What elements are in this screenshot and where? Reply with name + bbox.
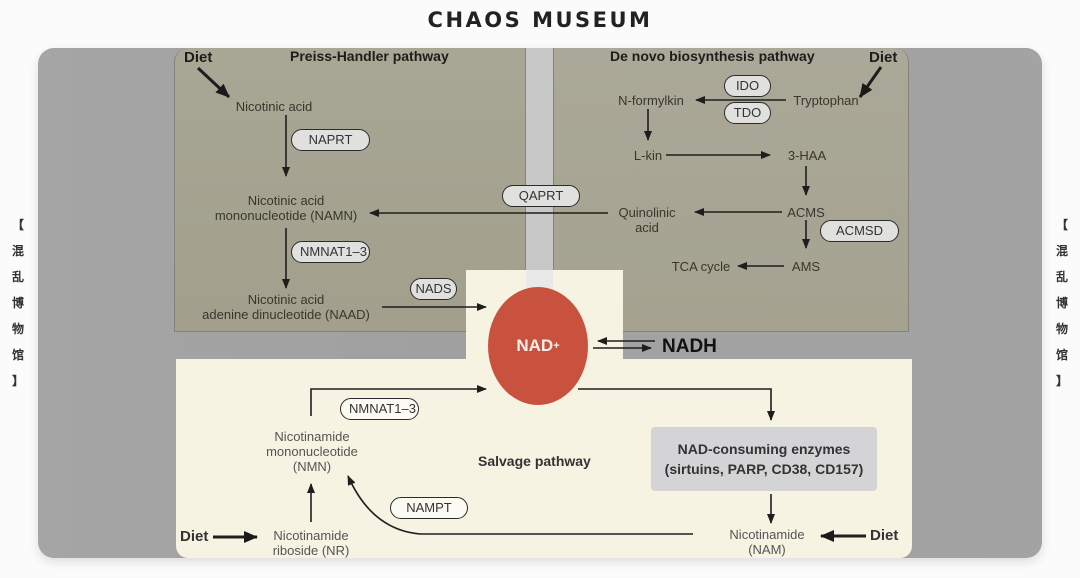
diet-label: Diet — [180, 528, 209, 545]
node-namn-line1: Nicotinic acid — [247, 193, 325, 208]
node-naad-line1: Nicotinic acid — [247, 292, 325, 307]
nadh-label: NADH — [662, 336, 717, 357]
node-naad-line2: adenine dinucleotide (NAAD) — [202, 307, 370, 322]
node-nr: Nicotinamide riboside (NR) — [273, 528, 350, 558]
side-label-left: 【 混 乱 博 物 馆 】 — [8, 212, 28, 394]
nad-charge: + — [553, 340, 560, 352]
site-title: CHAOS MUSEUM — [427, 8, 653, 32]
arrow-nmn-to-nad — [310, 385, 487, 416]
side-char: 博 — [1055, 296, 1068, 310]
enzyme-nmnat-salvage: NMNAT1–3 — [340, 398, 419, 420]
node-nmn-line2: mononucleotide — [266, 444, 358, 459]
side-char: 】 — [1055, 374, 1068, 388]
nad-consuming-enzymes-box: NAD-consuming enzymes (sirtuins, PARP, C… — [651, 427, 877, 491]
consuming-line2: (sirtuins, PARP, CD38, CD157) — [664, 461, 864, 477]
node-quinolinic-line1: Quinolinic — [618, 205, 676, 220]
node-quinolinic-acid: Quinolinic acid — [618, 205, 675, 235]
node-nmn-line3: (NMN) — [292, 459, 332, 474]
node-nam: Nicotinamide (NAM) — [729, 527, 804, 557]
nad-plus-node: NAD+ — [488, 287, 588, 405]
side-char: 博 — [11, 296, 24, 310]
arrow-diet-to-tryptophan — [858, 66, 883, 98]
side-char: 【 — [1055, 218, 1068, 232]
diet-label: Diet — [870, 527, 899, 544]
de-novo-title: De novo biosynthesis pathway — [610, 48, 815, 64]
node-acms: ACMS — [787, 205, 825, 220]
side-char: 物 — [11, 322, 24, 336]
node-l-kin: L-kin — [633, 148, 663, 163]
side-char: 混 — [1055, 244, 1068, 258]
arrow-diet-to-nicotinic-acid — [196, 66, 231, 99]
node-nam-line2: (NAM) — [748, 542, 786, 557]
node-nr-line2: riboside (NR) — [272, 543, 350, 558]
node-nicotinic-acid: Nicotinic acid — [235, 99, 313, 114]
salvage-title: Salvage pathway — [478, 453, 591, 469]
node-nam-line1: Nicotinamide — [729, 527, 805, 542]
enzyme-tdo: TDO — [724, 102, 771, 124]
node-tryptophan: Tryptophan — [793, 93, 859, 108]
node-naad: Nicotinic acid adenine dinucleotide (NAA… — [202, 292, 370, 322]
node-namn-line2: mononucleotide (NAMN) — [214, 208, 358, 223]
diet-label: Diet — [184, 49, 213, 66]
side-char: 乱 — [1055, 270, 1068, 284]
arrow-nad-to-consuming — [578, 388, 775, 421]
enzyme-nads: NADS — [410, 278, 457, 300]
side-char: 】 — [11, 374, 24, 388]
node-ams: AMS — [791, 259, 821, 274]
side-char: 馆 — [11, 348, 24, 362]
side-char: 乱 — [11, 270, 24, 284]
side-char: 【 — [11, 218, 24, 232]
node-tca-cycle: TCA cycle — [671, 259, 731, 274]
enzyme-naprt: NAPRT — [291, 129, 370, 151]
panel-divider — [526, 48, 553, 288]
side-char: 混 — [11, 244, 24, 258]
side-char: 馆 — [1055, 348, 1068, 362]
nad-label: NAD — [516, 336, 554, 355]
node-nmn-line1: Nicotinamide — [274, 429, 350, 444]
diet-label: Diet — [869, 49, 898, 66]
enzyme-ido: IDO — [724, 75, 771, 97]
node-namn: Nicotinic acid mononucleotide (NAMN) — [215, 193, 357, 223]
enzyme-nmnat-ph: NMNAT1–3 — [291, 241, 370, 263]
enzyme-nampt: NAMPT — [390, 497, 468, 519]
node-3-haa: 3-HAA — [787, 148, 827, 163]
side-char: 物 — [1055, 322, 1068, 336]
preiss-handler-title: Preiss-Handler pathway — [290, 48, 449, 64]
node-nr-line1: Nicotinamide — [273, 528, 349, 543]
node-n-formylkin: N-formylkin — [618, 93, 684, 108]
enzyme-acmsd: ACMSD — [820, 220, 899, 242]
node-quinolinic-line2: acid — [635, 220, 659, 235]
side-label-right: 【 混 乱 博 物 馆 】 — [1052, 212, 1072, 394]
node-nmn: Nicotinamide mononucleotide (NMN) — [266, 429, 358, 474]
enzyme-qaprt: QAPRT — [502, 185, 580, 207]
arrow-nam-to-nmn — [347, 475, 693, 535]
consuming-line1: NAD-consuming enzymes — [677, 441, 851, 457]
